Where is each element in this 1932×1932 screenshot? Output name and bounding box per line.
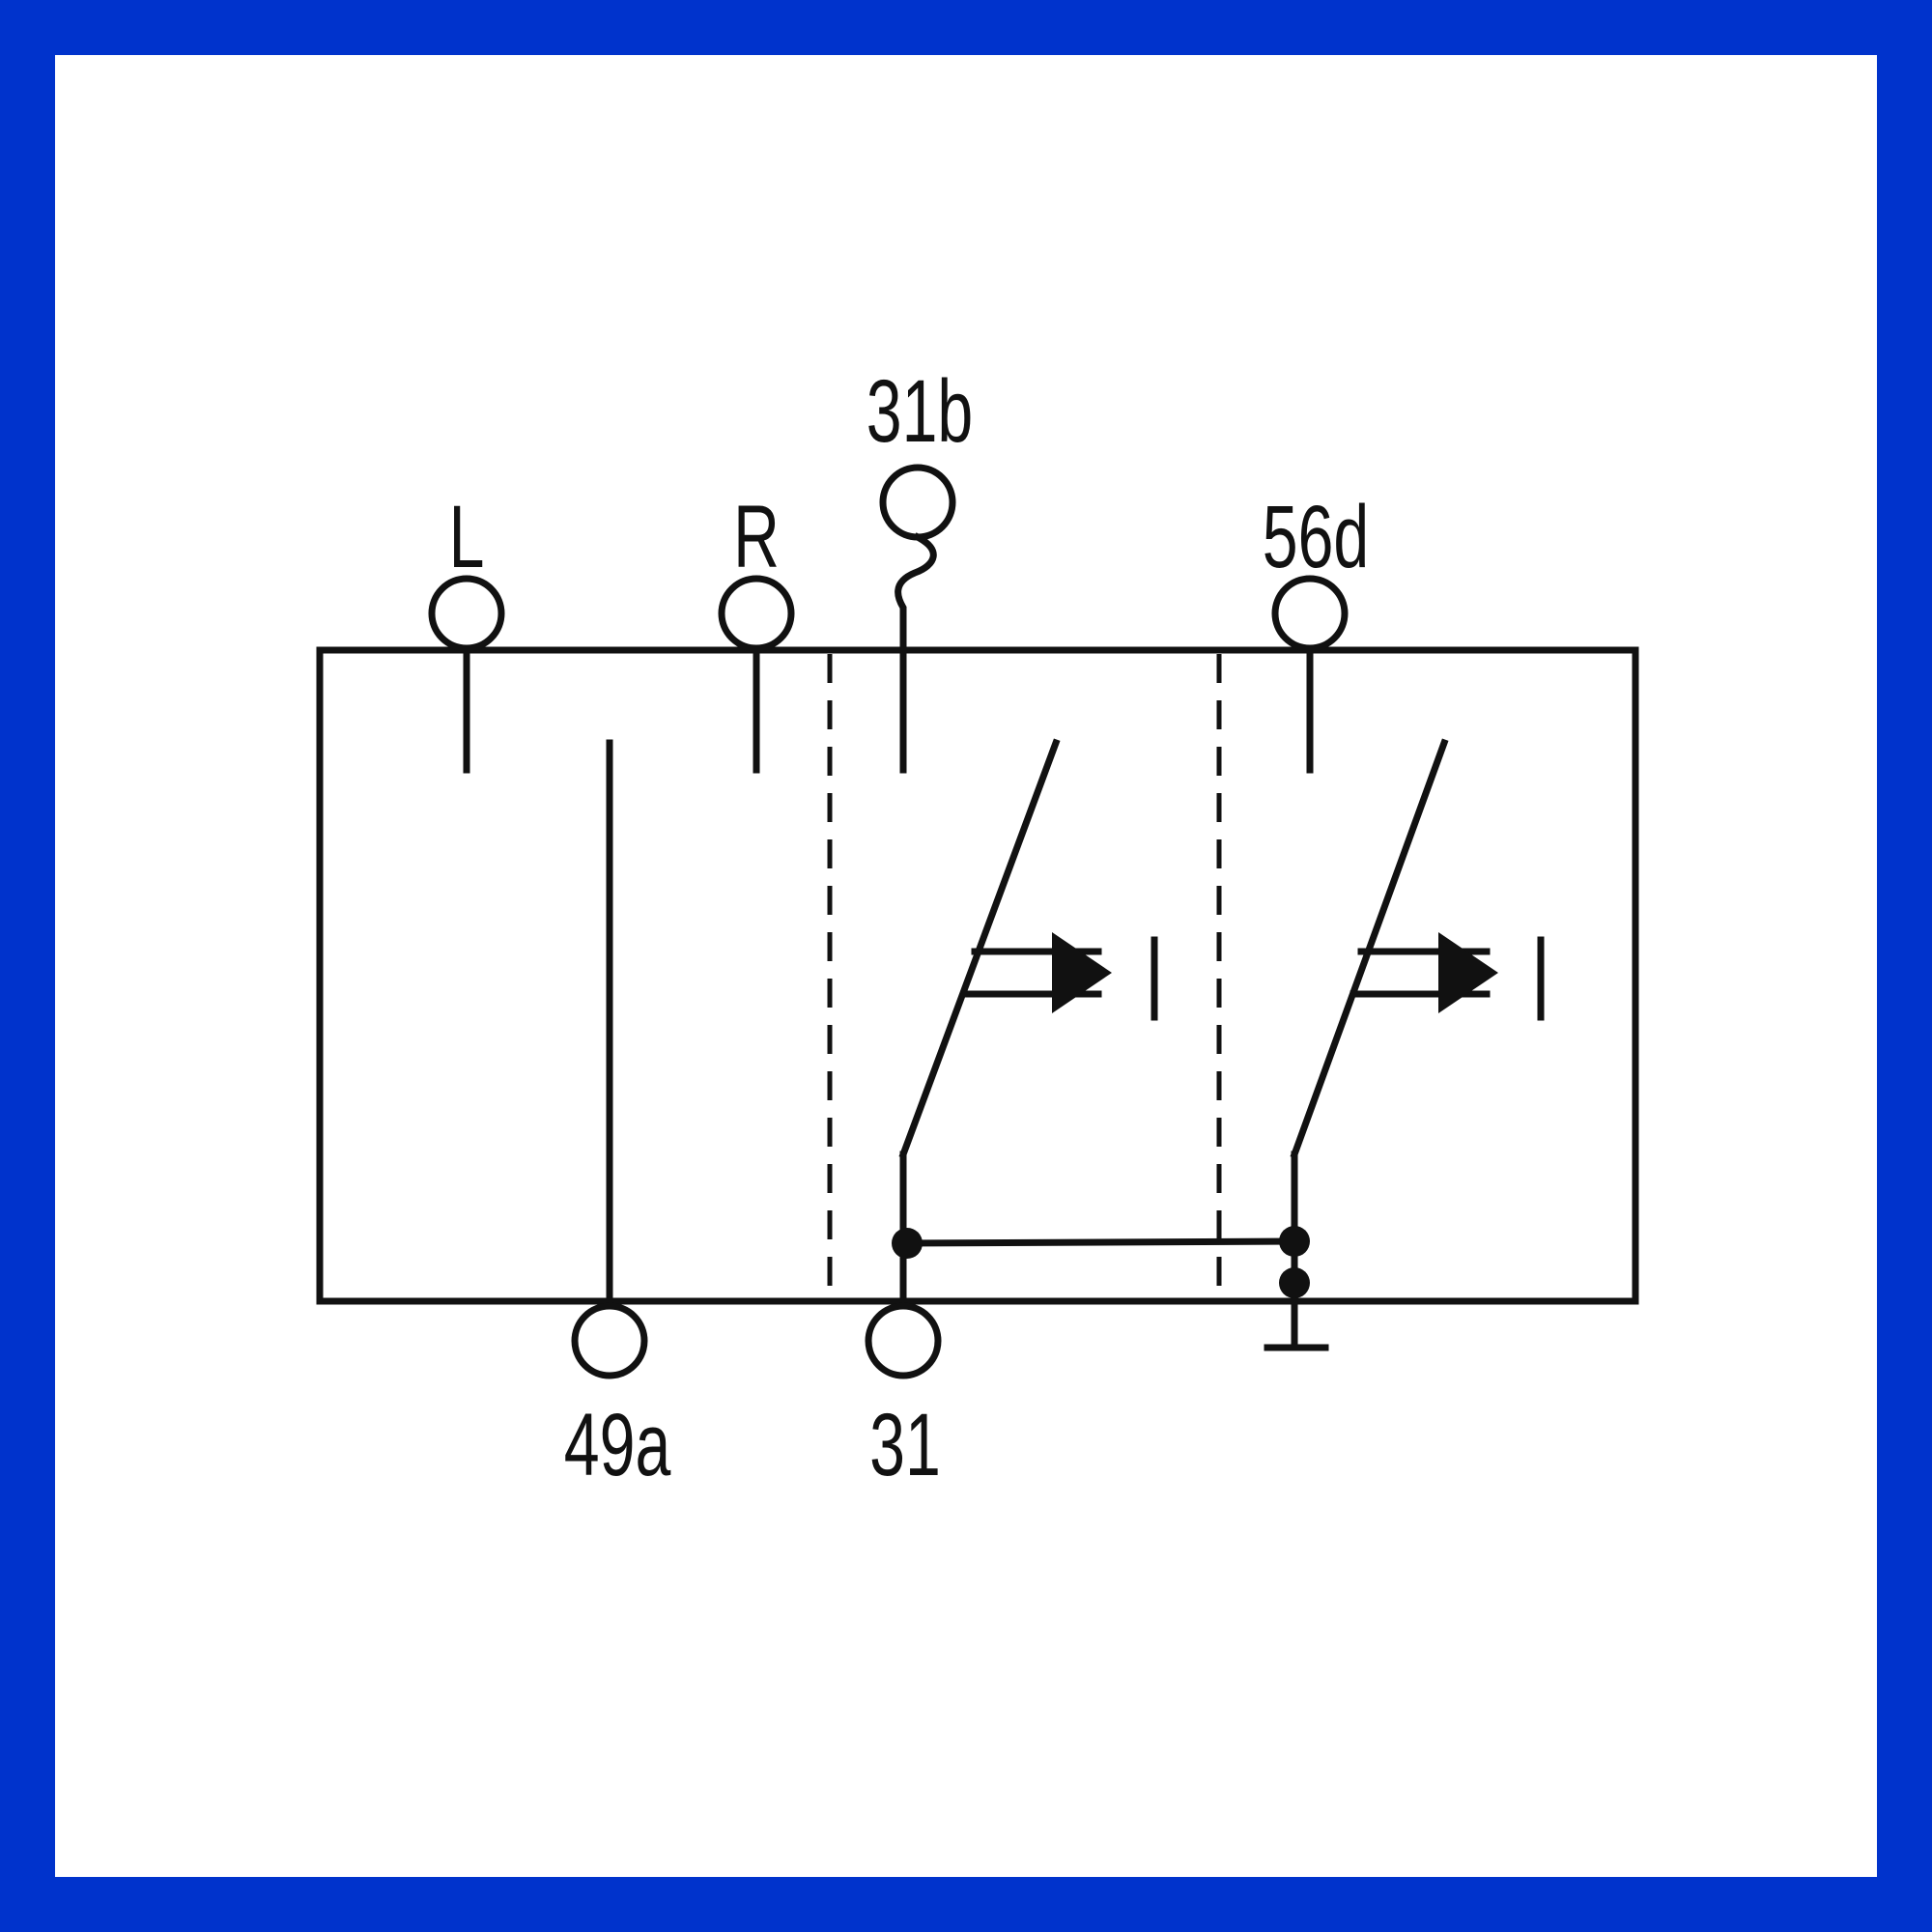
terminal-56d: 56d bbox=[1263, 486, 1370, 774]
actuator-arrow-2-icon bbox=[1350, 932, 1545, 1021]
terminal-31: 31 bbox=[865, 1196, 942, 1494]
circuit-diagram: L R 31b 56d 49a 31 bbox=[316, 360, 1639, 1494]
terminal-31-circle bbox=[865, 1302, 942, 1379]
terminal-49a-label: 49a bbox=[564, 1394, 671, 1493]
terminal-56d-circle bbox=[1271, 575, 1349, 652]
terminal-49a: 49a bbox=[564, 739, 671, 1494]
actuator-2-arrowhead bbox=[1438, 932, 1498, 1013]
terminal-r: R bbox=[718, 486, 795, 774]
switch-housing bbox=[316, 646, 1639, 1305]
actuator-arrow-1-icon bbox=[963, 932, 1158, 1021]
terminal-31-label: 31 bbox=[869, 1394, 941, 1493]
terminal-l-label: L bbox=[449, 486, 485, 585]
terminal-31b: 31b bbox=[867, 360, 974, 774]
terminal-49a-circle bbox=[571, 1302, 648, 1379]
diagram-frame: L R 31b 56d 49a 31 bbox=[55, 55, 1877, 1877]
terminal-l-circle bbox=[428, 575, 505, 652]
ground-symbol-icon bbox=[1264, 1237, 1329, 1351]
terminal-l: L bbox=[428, 486, 505, 774]
terminal-r-circle bbox=[718, 575, 795, 652]
terminal-56d-label: 56d bbox=[1263, 486, 1370, 585]
common-bus bbox=[899, 1237, 1298, 1247]
terminal-r-label: R bbox=[733, 486, 780, 585]
junction-dot-1 bbox=[892, 1228, 923, 1259]
terminal-31b-wavy-lead bbox=[895, 532, 937, 774]
junction-dot-3 bbox=[1279, 1267, 1310, 1298]
terminal-31b-label: 31b bbox=[867, 360, 974, 460]
actuator-1-arrowhead bbox=[1052, 932, 1112, 1013]
terminal-31b-circle bbox=[879, 464, 956, 541]
